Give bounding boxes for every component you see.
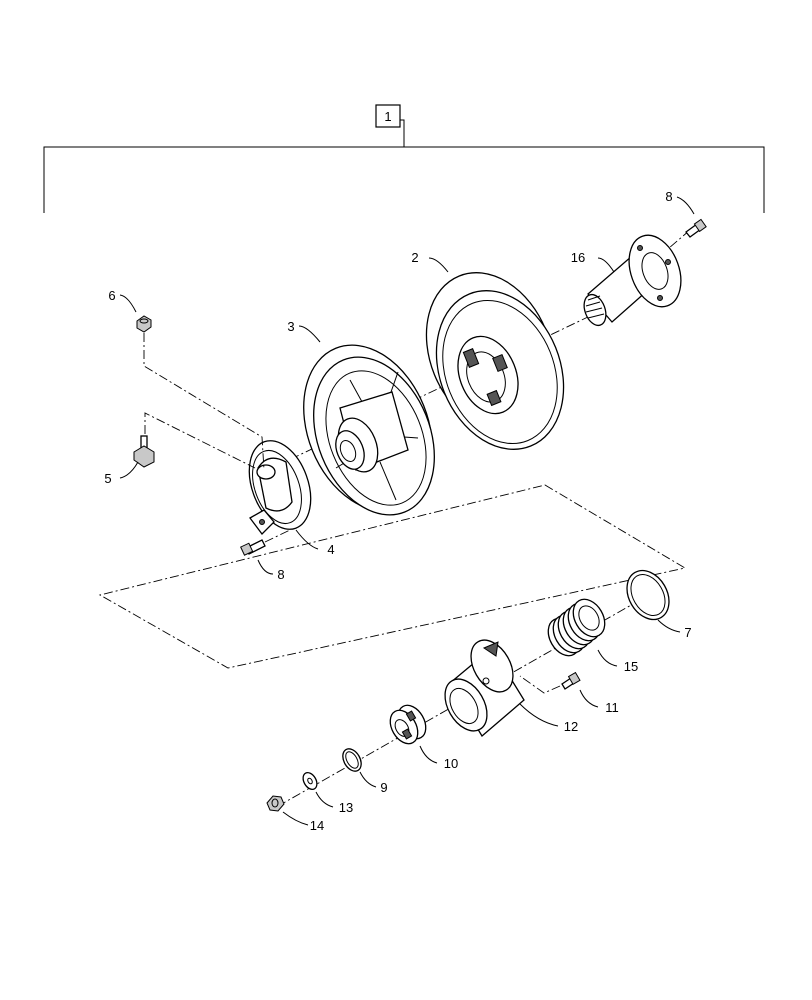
callout-16: 16	[571, 250, 585, 265]
part-5-bolt	[133, 435, 155, 468]
callout-15: 15	[624, 659, 638, 674]
part-8-bolt-lower	[240, 539, 266, 556]
part-14-nut	[266, 795, 285, 812]
part-2-disc	[425, 272, 565, 450]
callout-8-upper: 8	[665, 189, 672, 204]
part-15-spring	[547, 598, 606, 657]
part-6-path	[143, 333, 265, 471]
part-13-washer	[302, 771, 318, 791]
part-9-snap-ring	[342, 748, 362, 772]
part-5-path	[144, 412, 256, 469]
leader-lines	[119, 196, 695, 826]
callout-6: 6	[108, 288, 115, 303]
callout-3: 3	[287, 319, 294, 334]
callout-13: 13	[339, 800, 353, 815]
part-11-path	[519, 675, 561, 694]
phantom-outline	[98, 484, 687, 669]
part-3-pulley	[303, 344, 435, 516]
part-10-roller	[389, 704, 427, 745]
part-4-cover	[248, 440, 312, 535]
callout-8-lower: 8	[277, 567, 284, 582]
callout-10: 10	[444, 756, 458, 771]
part-16-shaft	[583, 234, 682, 327]
callout-12: 12	[564, 719, 578, 734]
callout-4: 4	[327, 542, 334, 557]
part-8-bolt-upper	[685, 218, 707, 238]
part-8-lower-path	[264, 529, 291, 543]
callout-14: 14	[310, 818, 324, 833]
callout-11: 11	[605, 700, 619, 715]
callout-2: 2	[411, 250, 418, 265]
callout-1: 1	[384, 109, 391, 124]
assembly-bracket: 1	[43, 104, 765, 213]
callout-labels: 2 3 4 5 6 7 8 8 9 10 11 12 13 14 15 16	[104, 189, 691, 833]
part-11-bolt	[561, 671, 581, 690]
part-12-cylinder	[444, 639, 525, 737]
callout-5: 5	[104, 471, 111, 486]
callout-7: 7	[684, 625, 691, 640]
part-7-ring	[626, 569, 670, 621]
callout-9: 9	[380, 780, 387, 795]
part-6-nut	[136, 315, 152, 333]
